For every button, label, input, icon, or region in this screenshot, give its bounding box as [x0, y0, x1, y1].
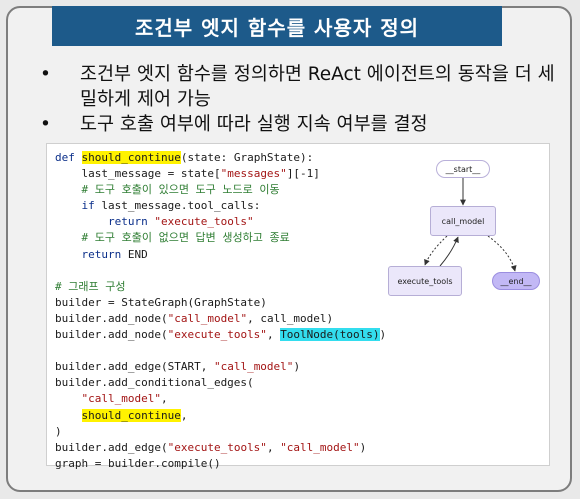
code-line: if last_message.tool_calls: [55, 199, 261, 213]
bullet-text: 조건부 엣지 함수를 정의하면 ReAct 에이전트의 동작을 더 세밀하게 제… [80, 64, 555, 110]
bullet-item: • 조건부 엣지 함수를 정의하면 ReAct 에이전트의 동작을 더 세밀하게… [36, 62, 556, 112]
slide-title: 조건부 엣지 함수를 사용자 정의 [52, 6, 502, 46]
code-line: return END [55, 247, 148, 261]
code-line: should_continue, [81, 408, 188, 422]
code-line: builder.add_node("call_model", call_mode… [55, 311, 334, 325]
code-line: return "execute_tools" [55, 215, 254, 229]
code-comment: # 도구 호출이 없으면 답변 생성하고 종료 [55, 231, 290, 245]
bullet-dot: • [40, 114, 51, 135]
code-blank-line [55, 343, 386, 359]
graph-node-end: __end__ [492, 272, 540, 290]
graph-node-execute-tools: execute_tools [388, 266, 462, 296]
code-block: def should_continue(state: GraphState): … [55, 150, 386, 472]
code-line: def should_continue(state: GraphState): [55, 151, 314, 164]
bullet-dot: • [40, 64, 51, 85]
code-line: last_message = state["messages"][-1] [55, 167, 320, 181]
code-line: "call_model", [81, 392, 168, 406]
code-line: ) [55, 424, 62, 438]
code-line: builder.add_edge("execute_tools", "call_… [55, 440, 367, 454]
bullet-text: 도구 호출 여부에 따라 실행 지속 여부를 결정 [80, 114, 428, 135]
bullet-item: • 도구 호출 여부에 따라 실행 지속 여부를 결정 [36, 112, 556, 137]
graph-node-start: __start__ [436, 160, 490, 178]
code-comment: # 도구 호출이 있으면 도구 노드로 이동 [55, 183, 280, 197]
code-blank-line [55, 263, 386, 279]
code-line: builder.add_conditional_edges( [55, 376, 254, 390]
code-panel: def should_continue(state: GraphState): … [46, 143, 550, 470]
code-comment: # 그래프 구성 [55, 279, 126, 293]
code-line: graph = builder.compile() [55, 456, 221, 470]
code-line: builder = StateGraph(GraphState) [55, 295, 267, 309]
code-line: builder.add_node("execute_tools", ToolNo… [55, 328, 387, 342]
code-line: builder.add_edge(START, "call_model") [55, 360, 301, 374]
bullet-list: • 조건부 엣지 함수를 정의하면 ReAct 에이전트의 동작을 더 세밀하게… [36, 62, 556, 137]
graph-node-call-model: call_model [430, 206, 496, 236]
